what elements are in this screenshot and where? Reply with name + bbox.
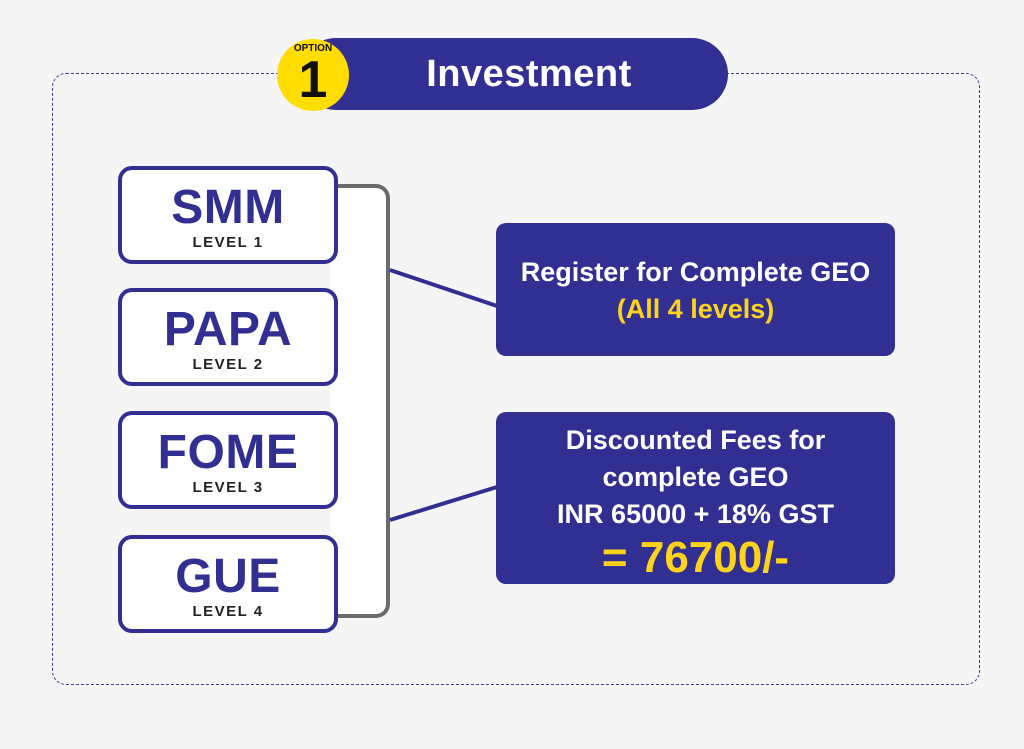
- level-name: SMM: [171, 181, 285, 234]
- level-number: LEVEL 3: [192, 479, 264, 496]
- fees-box: Discounted Fees for complete GEO INR 650…: [496, 412, 895, 584]
- level-name: PAPA: [163, 303, 293, 356]
- connector-register: [389, 268, 498, 308]
- page-title: Investment: [426, 52, 632, 95]
- level-number: LEVEL 2: [192, 356, 264, 373]
- fees-total: = 76700/-: [601, 533, 790, 582]
- register-box: Register for Complete GEO (All 4 levels): [496, 223, 895, 356]
- level-card-fome: FOME LEVEL 3: [118, 411, 338, 509]
- connector-fees: [389, 485, 498, 522]
- levels-bracket: [330, 184, 390, 618]
- level-name: GUE: [175, 550, 281, 603]
- fees-subheading: complete GEO: [602, 462, 789, 492]
- register-levels-text: (All 4 levels): [616, 294, 775, 324]
- level-card-smm: SMM LEVEL 1: [118, 166, 338, 264]
- level-card-papa: PAPA LEVEL 2: [118, 288, 338, 386]
- level-card-gue: GUE LEVEL 4: [118, 535, 338, 633]
- register-text: Register for Complete GEO: [520, 257, 871, 287]
- option-label: OPTION: [293, 43, 333, 54]
- level-number: LEVEL 1: [192, 234, 264, 251]
- header-banner: [300, 38, 728, 110]
- level-name: FOME: [157, 426, 299, 479]
- option-badge: [277, 39, 349, 111]
- fees-heading: Discounted Fees for: [565, 425, 826, 455]
- level-number: LEVEL 4: [192, 603, 264, 620]
- option-number: 1: [298, 51, 328, 109]
- fees-amount: INR 65000 + 18% GST: [557, 499, 834, 529]
